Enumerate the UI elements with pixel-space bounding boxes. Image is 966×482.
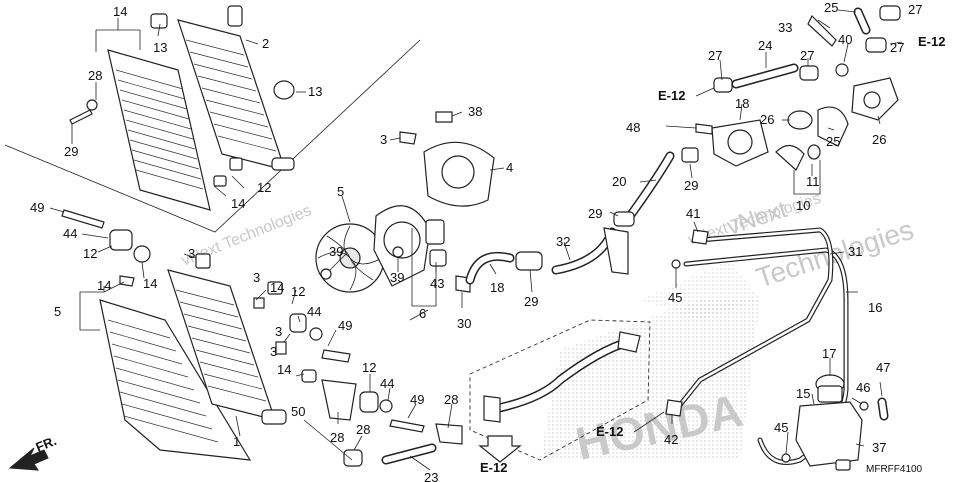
callout-15: 15 <box>796 386 810 401</box>
callout-39b: 39 <box>390 270 404 285</box>
callout-19: 18 <box>490 280 504 295</box>
callout-43: 43 <box>430 276 444 291</box>
callout-27d: 27 <box>890 40 904 55</box>
down-arrow-icon <box>478 435 522 463</box>
callout-28b: 28 <box>444 392 458 407</box>
callout-27a: 27 <box>708 48 722 63</box>
callout-14b: 14 <box>143 276 157 291</box>
callout-8: 14 <box>113 4 127 19</box>
callout-28a: 28 <box>356 422 370 437</box>
callout-2: 2 <box>262 36 269 51</box>
honda-watermark: HONDA <box>540 260 760 470</box>
callout-44a: 44 <box>63 226 77 241</box>
lower-radiator <box>61 209 463 467</box>
callout-11: 11 <box>806 174 820 189</box>
callout-45a: 45 <box>668 290 682 305</box>
callout-29c: 29 <box>684 178 698 193</box>
callout-31: 31 <box>848 244 862 259</box>
callout-16: 16 <box>868 300 882 315</box>
ref-e12-top-right: E-12 <box>918 34 945 49</box>
callout-12b: 12 <box>83 246 97 261</box>
callout-12d: 12 <box>362 360 376 375</box>
callout-3b: 3 <box>253 270 260 285</box>
callout-14a: 14 <box>231 196 245 211</box>
callout-44b: 44 <box>307 304 321 319</box>
callout-36: 29 <box>64 144 78 159</box>
callout-49c: 49 <box>410 392 424 407</box>
callout-37: 37 <box>872 440 886 455</box>
callout-50: 50 <box>291 404 305 419</box>
diagram-code: MFRFF4100 <box>866 464 923 475</box>
callout-3e: 3 <box>380 132 387 147</box>
callout-30: 30 <box>457 316 471 331</box>
callout-12c: 12 <box>291 284 305 299</box>
callout-38: 38 <box>468 104 482 119</box>
callout-5: 5 <box>337 184 344 199</box>
callout-45b: 45 <box>774 420 788 435</box>
callout-27c: 27 <box>908 2 922 17</box>
section-divider <box>4 39 421 233</box>
callout-49a: 49 <box>30 200 44 215</box>
callout-7: 5 <box>54 304 61 319</box>
thermostat-housing <box>681 14 899 171</box>
reserve-tank <box>781 374 869 471</box>
callout-41: 41 <box>686 206 700 221</box>
callout-12a: 12 <box>257 180 271 195</box>
callout-25: 26 <box>760 112 774 127</box>
callout-18: 18 <box>735 96 749 111</box>
callout-29a: 29 <box>524 294 538 309</box>
upper-radiator <box>69 5 295 211</box>
callout-14c: 14 <box>270 280 284 295</box>
callout-1: 1 <box>233 434 240 449</box>
callout-10: 10 <box>796 198 810 213</box>
callout-40: 40 <box>838 32 852 47</box>
callout-32: 32 <box>556 234 570 249</box>
callout-numbers: 14 13 2 13 28 29 12 14 49 44 12 14 3 14 … <box>30 0 922 482</box>
fr-arrow-icon <box>8 447 49 471</box>
callout-24: 25 <box>826 134 840 149</box>
callout-29b: 29 <box>588 206 602 221</box>
callout-4: 4 <box>506 160 513 175</box>
callout-3a: 3 <box>188 246 195 261</box>
ref-e12-bottom: E-12 <box>480 460 507 475</box>
leader-lines <box>49 9 883 471</box>
callout-47: 47 <box>876 360 890 375</box>
callout-22: 24 <box>758 38 772 53</box>
callout-17: 17 <box>822 346 836 361</box>
hoses <box>465 5 901 421</box>
ref-e12-upper-left: E-12 <box>658 88 685 103</box>
callout-23: 25 <box>824 0 838 15</box>
callout-27b: 27 <box>800 48 814 63</box>
callout-39a: 39 <box>329 244 343 259</box>
callout-9: 14 <box>97 278 111 293</box>
fr-label: FR. <box>34 433 59 455</box>
callout-13b: 13 <box>308 84 322 99</box>
callout-35: 28 <box>88 68 102 83</box>
callout-20: 20 <box>612 174 626 189</box>
callout-6: 6 <box>419 306 426 321</box>
callout-34: 28 <box>330 430 344 445</box>
callout-46: 46 <box>856 380 870 395</box>
callout-49b: 49 <box>338 318 352 333</box>
callout-42: 42 <box>664 432 678 447</box>
callout-3c: 3 <box>275 324 282 339</box>
ref-e12-lower: E-12 <box>596 424 623 439</box>
callout-33: 33 <box>778 20 792 35</box>
callout-14d: 14 <box>277 362 291 377</box>
callout-21: 23 <box>424 470 438 482</box>
callout-44c: 44 <box>380 376 394 391</box>
coolant-pipe-box <box>469 319 651 461</box>
callout-13a: 13 <box>153 40 167 55</box>
fan-assembly <box>315 111 495 293</box>
callout-3d: 3 <box>270 344 277 359</box>
callout-26: 26 <box>872 132 886 147</box>
callout-48: 48 <box>626 120 640 135</box>
